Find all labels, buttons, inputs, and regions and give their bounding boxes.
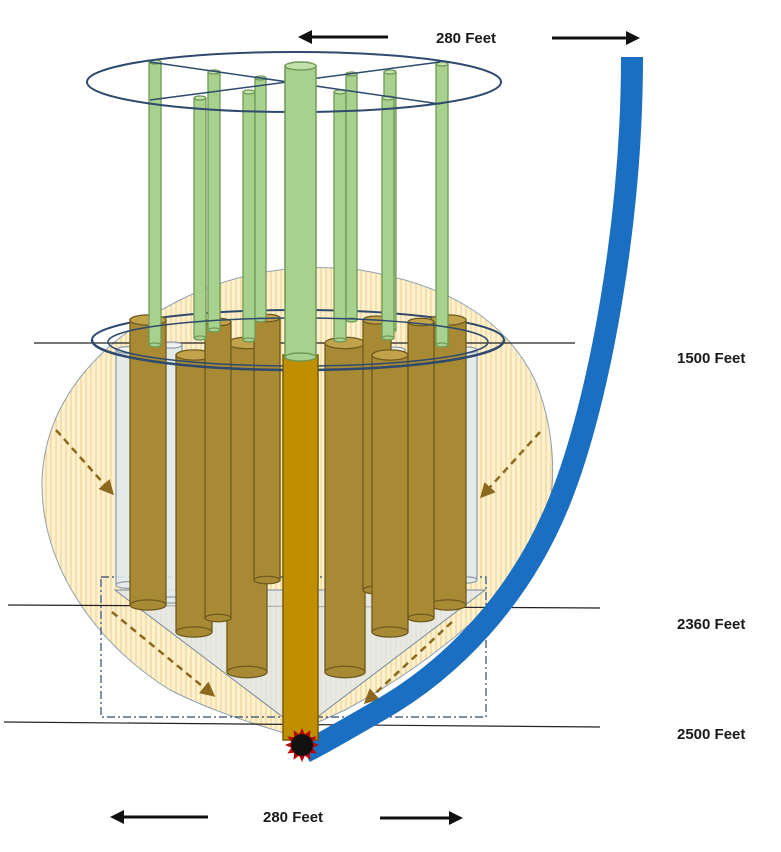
bottom-width-arrowhead-left [110,810,124,824]
central-green-rod [284,65,317,359]
gold-casing-4 [253,313,281,585]
injection-point [291,734,313,756]
green-rod-5 [254,75,267,323]
top-width-label: 280 Feet [436,30,496,47]
blue-directional-well [300,56,643,762]
bottom-width-label: 280 Feet [263,809,323,826]
bottom-width-arrowhead-right [449,811,463,825]
top-width-arrowhead-right [626,31,640,45]
green-rod-7 [345,71,358,323]
flow-arrow-upper-right [479,431,541,499]
central-green-rod-cap [284,61,317,71]
gold-casing-7 [371,349,409,638]
flow-arrow-lower-left [111,611,216,697]
green-rod-2 [193,95,207,341]
green-rod-group [148,59,449,348]
gold-casing-1 [129,314,167,611]
green-rod-10 [435,61,449,348]
green-rod-9 [381,95,395,341]
gold-casing-5 [324,336,366,679]
gold-casing-group [129,313,467,679]
top-width-arrowhead-left [298,30,312,44]
gold-casing-10 [407,317,435,623]
flow-arrow-lower-right [363,621,453,705]
depth-label-2500: 2500 Feet [677,726,745,743]
flow-arrow-upper-left [55,429,114,496]
green-rod-4 [242,89,256,343]
depth-label-2360: 2360 Feet [677,616,745,633]
green-rod-6 [333,89,347,343]
depth-label-1500: 1500 Feet [677,350,745,367]
central-shaft [282,354,319,741]
central-green-rod-base [284,352,317,362]
